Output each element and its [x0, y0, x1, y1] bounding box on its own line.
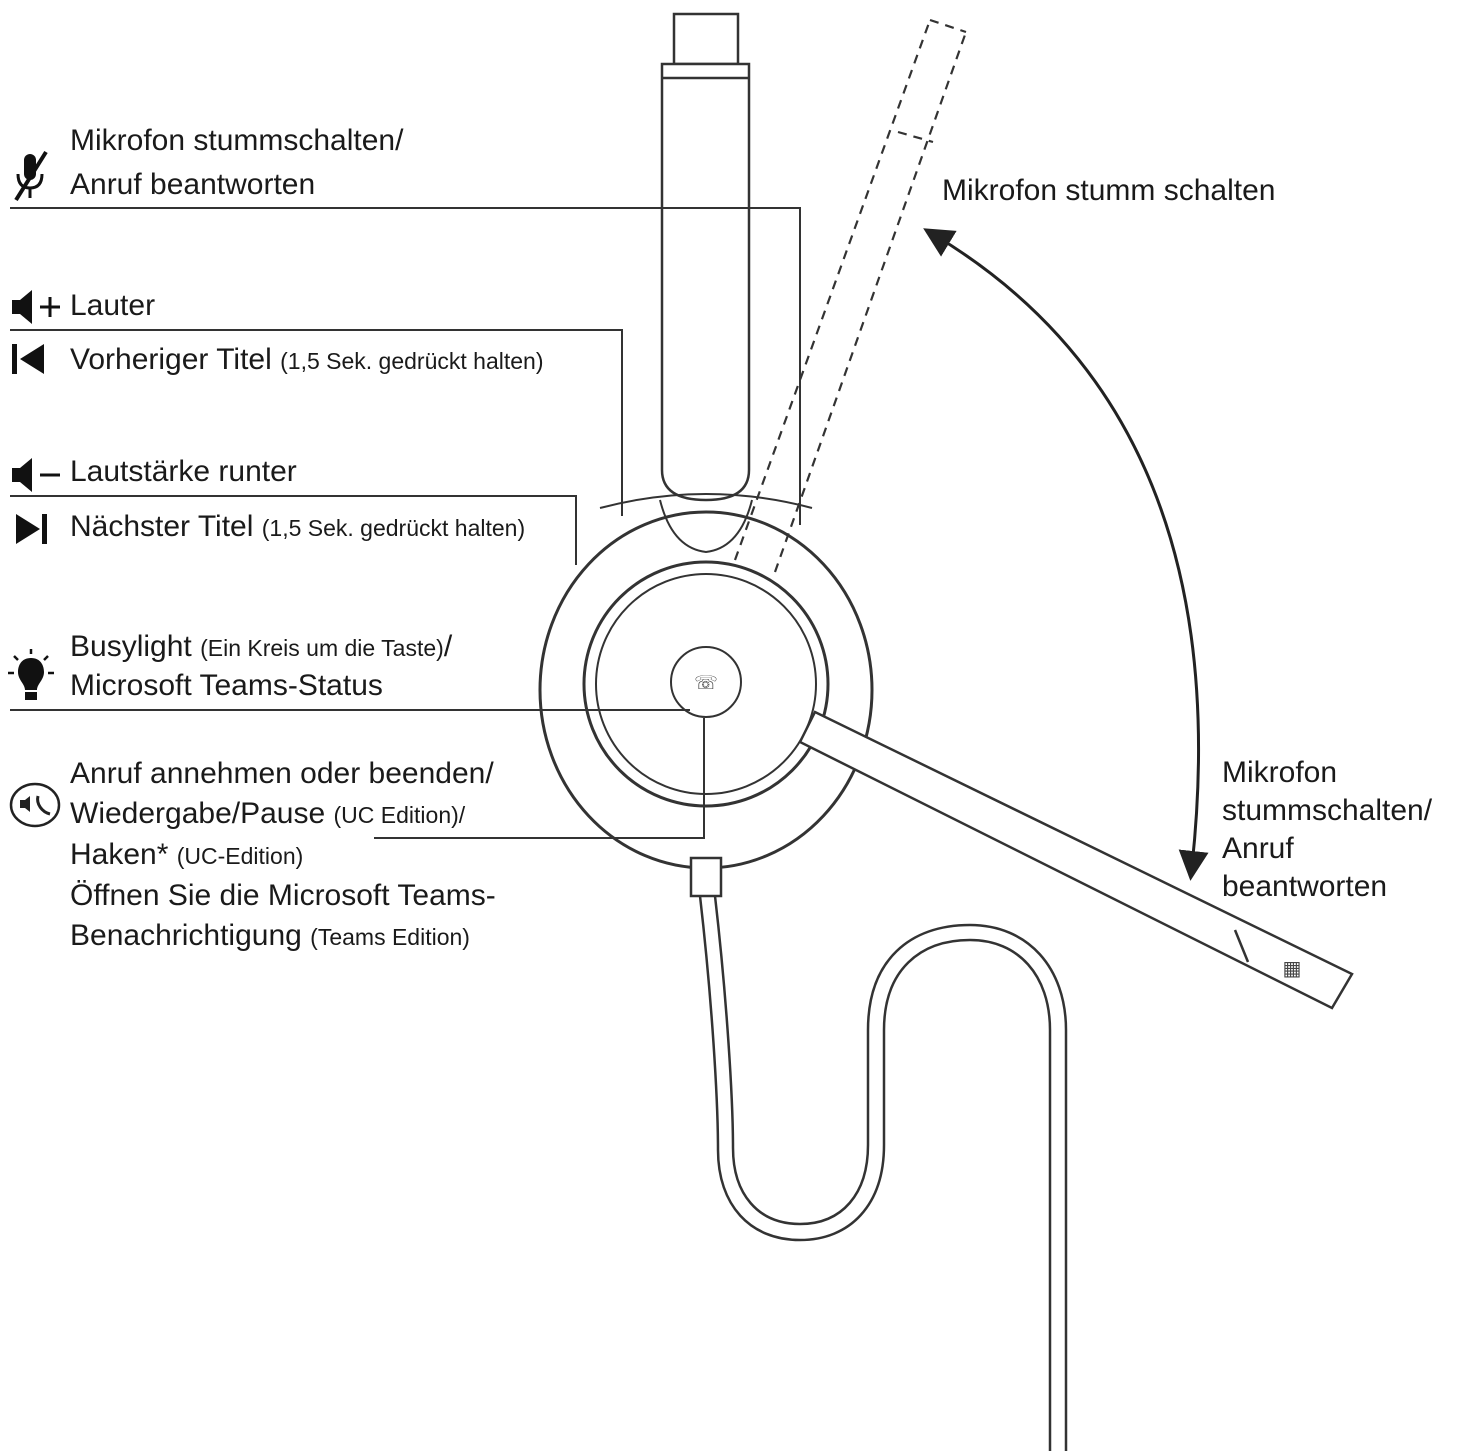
call-control-line2: Wiedergabe/Pause [70, 797, 326, 830]
headband [660, 12, 751, 502]
next-track-text: Nächster Titel [70, 510, 254, 543]
busylight-note: (Ein Kreis um die Taste) [200, 635, 444, 661]
previous-track-label: Vorheriger Titel (1,5 Sek. gedrückt halt… [70, 341, 544, 380]
previous-track-text: Vorheriger Titel [70, 343, 272, 376]
previous-track-icon [10, 342, 50, 376]
cable [689, 856, 1068, 1451]
volume-down-icon [10, 456, 64, 494]
boom-down-line2: stummschalten/ [1222, 794, 1433, 827]
call-control-line2-note: (UC Edition)/ [333, 802, 466, 828]
call-control-line1: Anruf annehmen oder beenden/ [70, 757, 494, 790]
mute-answer-label: Mikrofon stummschalten/ Anruf beantworte… [70, 122, 403, 204]
call-control-label: Anruf annehmen oder beenden/ Wiedergabe/… [70, 754, 496, 957]
center-button-glyph: ☏ [694, 672, 718, 694]
call-control-line3: Haken* [70, 838, 169, 871]
volume-down-label: Lautstärke runter [70, 455, 297, 488]
previous-track-note: (1,5 Sek. gedrückt halten) [280, 348, 544, 374]
boom-logo-glyph: ▦ [1283, 956, 1302, 980]
boom-down-line1: Mikrofon [1222, 756, 1338, 789]
volume-up-icon [10, 288, 64, 326]
call-control-line3-note: (UC-Edition) [176, 843, 304, 869]
mute-answer-line2: Anruf beantworten [70, 168, 316, 201]
busylight-icon [8, 648, 54, 704]
call-button-icon [8, 780, 62, 830]
boom-down-label: Mikrofon stummschalten/ Anruf beantworte… [1222, 754, 1432, 906]
call-control-line5: Benachrichtigung [70, 919, 302, 952]
mic-muted-icon [10, 150, 50, 204]
next-track-note: (1,5 Sek. gedrückt halten) [261, 515, 526, 541]
busylight-text: Busylight [70, 630, 192, 663]
boom-up-label: Mikrofon stumm schalten [942, 174, 1276, 207]
center-button[interactable] [670, 646, 742, 718]
mute-answer-line1: Mikrofon stummschalten/ [70, 124, 404, 157]
call-control-line4: Öffnen Sie die Microsoft Teams- [70, 879, 496, 912]
boom-down-line4: beantworten [1222, 870, 1388, 903]
boom-mic-raised [733, 18, 968, 573]
busylight-slash: / [443, 630, 453, 663]
busylight-label: Busylight (Ein Kreis um die Taste)/ Micr… [70, 628, 452, 705]
earcup [538, 493, 874, 870]
leader-lines [10, 207, 801, 839]
rotation-arrow [923, 228, 1209, 881]
boom-down-line3: Anruf [1222, 832, 1294, 865]
next-track-icon [10, 512, 50, 546]
volume-up-label: Lauter [70, 289, 156, 322]
next-track-label: Nächster Titel (1,5 Sek. gedrückt halten… [70, 508, 525, 547]
call-control-line5-note: (Teams Edition) [310, 924, 470, 950]
busylight-line2: Microsoft Teams-Status [70, 669, 383, 702]
